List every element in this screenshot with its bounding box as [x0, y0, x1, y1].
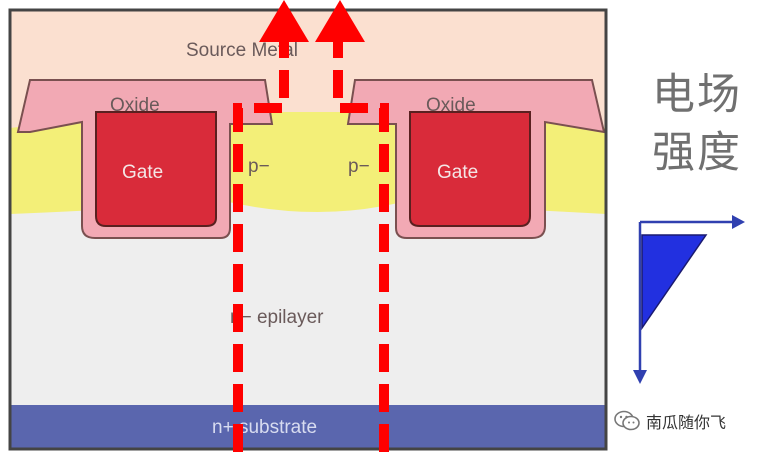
gate-right-label: Gate [437, 162, 478, 183]
gate-left-label: Gate [122, 162, 163, 183]
substrate-label: n+ substrate [212, 417, 317, 438]
arrow-right-icon [732, 215, 745, 229]
gate-left [95, 111, 217, 227]
device-frame [8, 8, 608, 451]
oxide-right-label: Oxide [426, 95, 476, 116]
source-metal-label: Source Metal [186, 40, 298, 61]
oxide-left-label: Oxide [110, 95, 160, 116]
arrow-up-left-icon [259, 0, 309, 42]
watermark: 南瓜随你飞 [614, 404, 726, 438]
current-path-right [333, 40, 389, 452]
field-strength-plot [633, 215, 745, 384]
p-body-right [530, 118, 606, 214]
field-strength-title-line2: 强度 [652, 128, 742, 178]
p-body-center [220, 112, 410, 212]
epilayer-label: n− epilayer [230, 307, 324, 328]
arrow-down-icon [633, 370, 647, 384]
substrate-region [10, 405, 606, 449]
arrow-up-right-icon [315, 0, 365, 42]
p-left-label: p− [248, 156, 270, 177]
field-strength-title: 电场 强度 [652, 66, 762, 182]
wechat-icon [614, 410, 640, 431]
gate-right [409, 111, 531, 227]
p-right-label: p− [348, 156, 370, 177]
current-path-left [233, 40, 289, 452]
field-strength-title-line1: 电场 [652, 70, 742, 120]
watermark-text: 南瓜随你飞 [646, 413, 727, 432]
field-strength-triangle [641, 234, 708, 331]
p-body-left [10, 118, 95, 214]
